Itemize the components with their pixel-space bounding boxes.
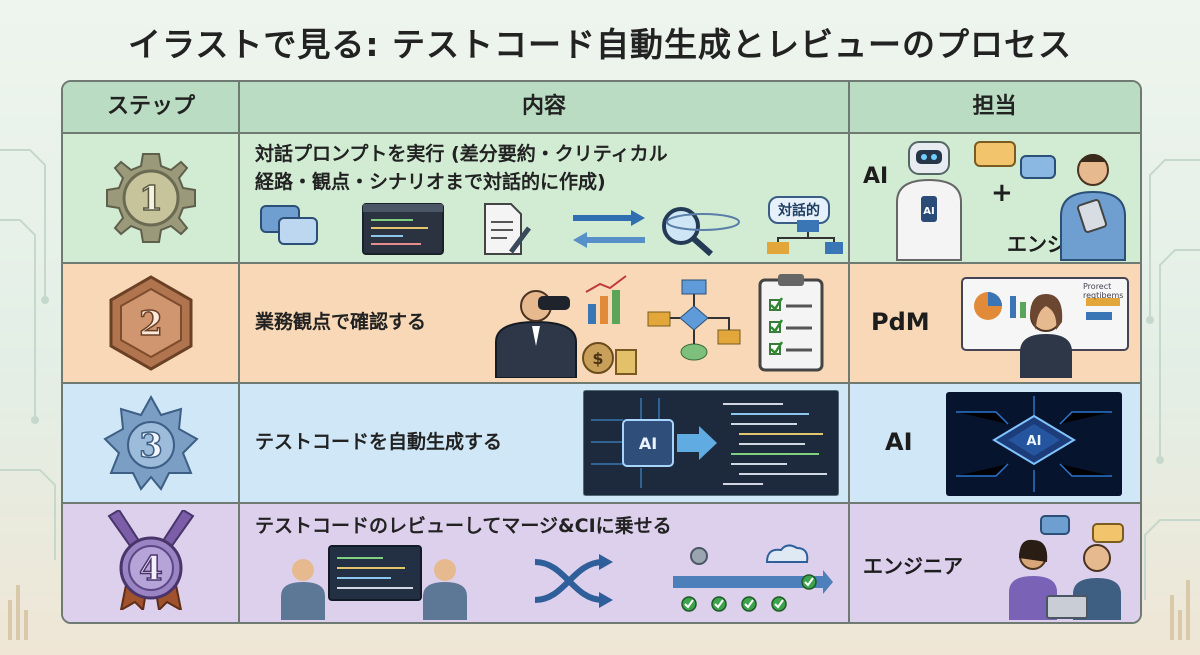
step-number-3: 3 — [139, 426, 163, 466]
step-3-content: テストコードを自動生成する — [255, 431, 503, 453]
header-step: ステップ — [106, 94, 195, 119]
step-2-owner: PdM — [871, 308, 930, 336]
speech-bubble-icon — [974, 141, 1056, 179]
page-title: イラストで見る: テストコード自動生成とレビューのプロセス — [127, 25, 1073, 64]
process-flow-icon — [647, 279, 741, 361]
step-1-illustrations — [260, 203, 843, 257]
flow-arrows-icon — [573, 210, 645, 248]
header-content: 内容 — [521, 94, 566, 119]
step-4-owner: エンジニア — [863, 554, 963, 578]
gear-badge-icon: 1 — [106, 153, 196, 243]
svg-text:AI: AI — [923, 206, 934, 217]
column-divider-1 — [238, 82, 240, 622]
businessman-binoculars-icon — [495, 290, 577, 378]
presentation-screen-title: Prorect reqtibems — [1083, 282, 1124, 300]
step-4-content: テストコードのレビューしてマージ&CIに乗せる — [255, 515, 672, 537]
step-2-content: 業務観点で確認する — [255, 311, 427, 333]
step-1-owner-ai: AI — [863, 164, 889, 189]
step-number-4: 4 — [139, 549, 163, 589]
merge-arrows-icon — [534, 554, 613, 608]
svg-text:$: $ — [592, 349, 603, 368]
step-1-content: 対話プロンプトを実行 (差分要約・クリティカル 経路・観点・シナリオまで対話的に… — [255, 140, 668, 196]
code-review-team-icon — [281, 545, 467, 620]
process-table: ステップ 内容 担当 1 対話プロンプトを実行 (差分要約・クリティカル 経路・… — [61, 80, 1142, 624]
step-4-illustrations — [281, 544, 833, 620]
step-1-owner-plus: + — [991, 178, 1013, 208]
robot-icon: AI — [896, 141, 962, 261]
checklist-clipboard-icon — [758, 274, 824, 372]
engineers-discussion-illustration — [1009, 515, 1124, 620]
magnifier-icon — [662, 207, 740, 257]
engineer-icon — [1060, 154, 1126, 261]
ci-pipeline-icon — [673, 544, 833, 612]
ai-chip-owner-label: AI — [1027, 434, 1042, 449]
medal-badge-icon: 4 — [107, 510, 195, 610]
code-editor-icon — [362, 203, 444, 255]
column-divider-2 — [848, 82, 850, 622]
ai-chip-illustration: AI — [946, 392, 1122, 496]
step-1-content-line2: 経路・観点・シナリオまで対話的に作成) — [255, 171, 606, 193]
step-3-owner: AI — [885, 428, 913, 456]
money-bag-icon: $ — [582, 342, 637, 375]
step-2-illustrations: $ — [495, 274, 824, 378]
header-owner: 担当 — [972, 94, 1017, 119]
document-pen-icon — [484, 203, 531, 255]
step-number-2: 2 — [139, 304, 163, 344]
robot-and-engineer-illustration: AI — [896, 141, 1126, 261]
table-header: ステップ 内容 担当 — [63, 82, 1140, 134]
pdm-presenter-illustration — [961, 277, 1129, 378]
ai-code-generation-illustration: AI — [583, 390, 839, 496]
bar-chart-icon — [585, 275, 627, 324]
hexagon-badge-icon: 2 — [109, 275, 193, 371]
ai-chip-label: AI — [639, 434, 657, 453]
step-number-1: 1 — [139, 179, 163, 219]
star-badge-icon: 3 — [103, 394, 199, 491]
dialog-bubble: 対話的 — [768, 196, 830, 224]
flowchart-icon — [767, 220, 843, 254]
chat-bubbles-icon — [260, 205, 318, 245]
step-1-content-line1: 対話プロンプトを実行 (差分要約・クリティカル — [255, 143, 668, 165]
